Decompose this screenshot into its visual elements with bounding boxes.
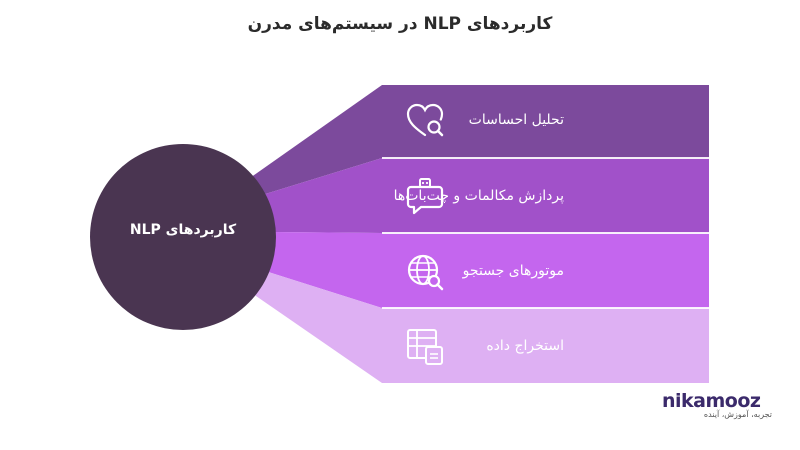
- logo-tagline: تجربه، آموزش، آینده: [703, 410, 772, 419]
- page-title: کاربردهای NLP در سیستم‌های مدرن: [247, 14, 553, 34]
- logo-name: nikamooz: [662, 390, 761, 412]
- nikamooz-logo: nikamooz تجربه، آموزش، آینده: [662, 390, 782, 419]
- hub-circle: [90, 144, 276, 330]
- globe-search-icon: [407, 254, 444, 291]
- band-label-search: موتورهای جستجو: [462, 263, 564, 279]
- connector-band-4: [240, 270, 382, 383]
- hub-label: کاربردهای NLP: [129, 222, 237, 238]
- band-chatbots: [382, 158, 709, 233]
- band-separator: [382, 157, 709, 159]
- connector-band-2: [262, 158, 382, 233]
- connector-band-1: [240, 85, 382, 195]
- table-document-icon: [407, 329, 443, 365]
- band-separator: [382, 307, 709, 309]
- heart-search-icon: [406, 103, 444, 137]
- band-label-sentiment: تحلیل احساسات: [468, 112, 564, 128]
- connector-band-3: [262, 232, 382, 308]
- band-label-chatbots: پردازش مکالمات و چت‌بات‌ها: [393, 188, 564, 204]
- chatbot-icon: [406, 178, 444, 215]
- band-separator: [382, 232, 709, 234]
- band-label-extraction: استخراج داده: [486, 338, 564, 354]
